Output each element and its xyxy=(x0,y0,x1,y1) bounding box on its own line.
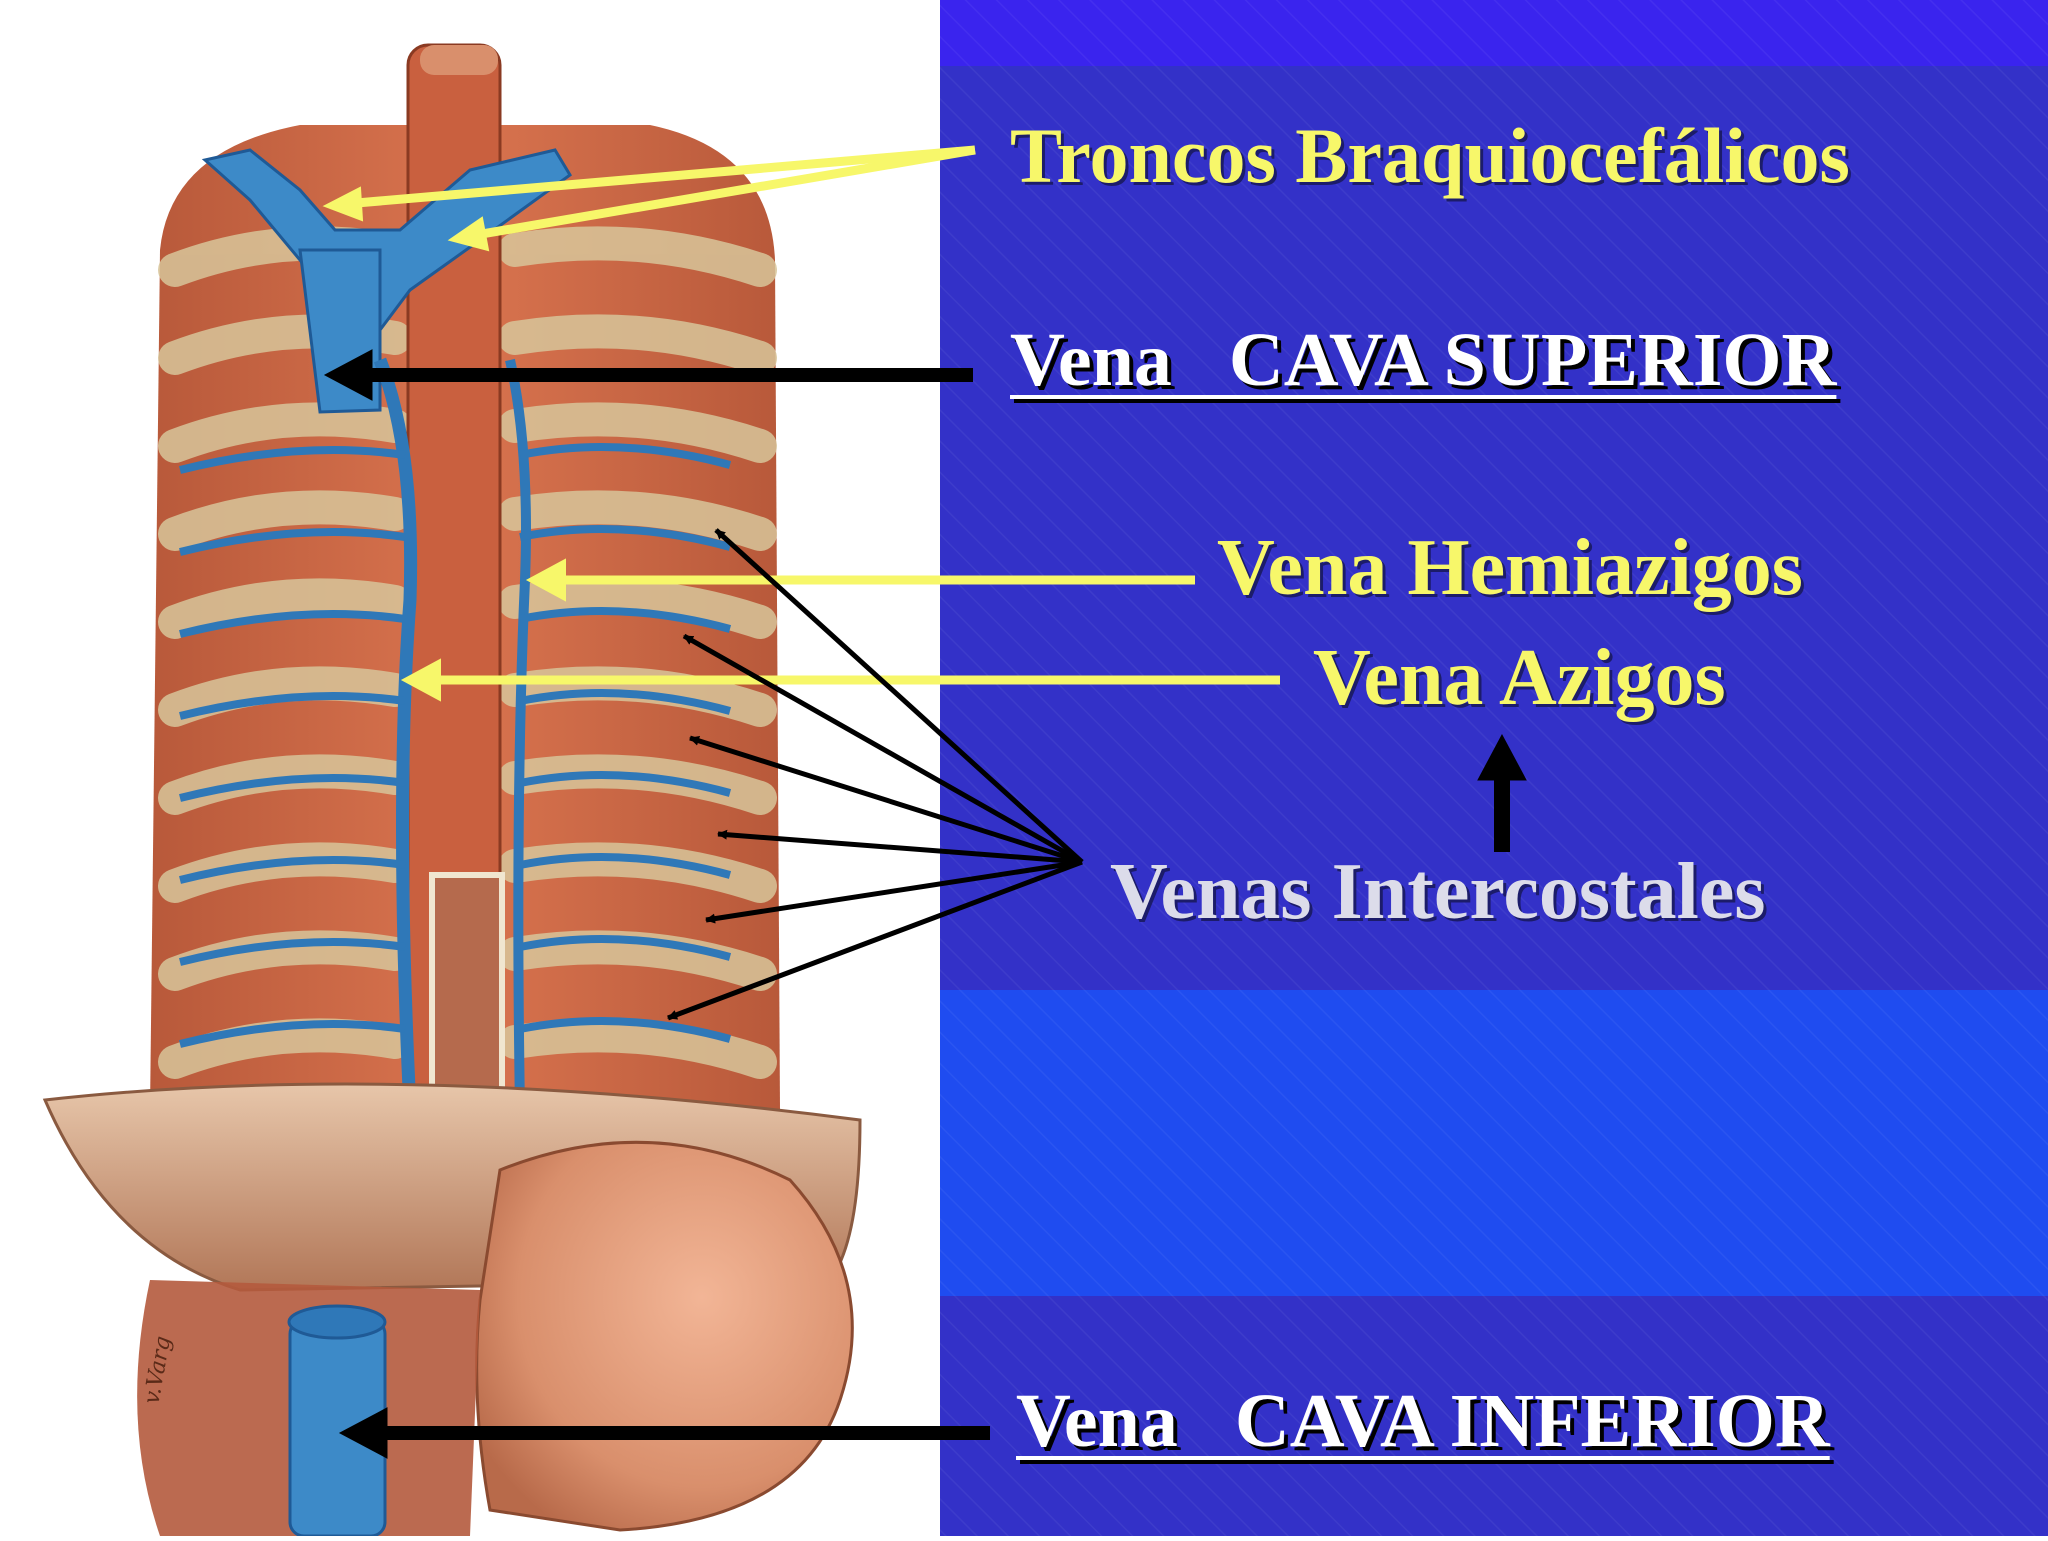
intercostal-pointer-arrow xyxy=(714,528,1084,864)
intercostal-veins xyxy=(179,443,732,1048)
rib-left xyxy=(158,578,412,639)
rib-left xyxy=(158,1018,412,1079)
hemiazygos-vein xyxy=(505,358,531,1111)
label-brachiocephalic-trunks: Troncos Braquiocefálicos xyxy=(1010,112,1850,199)
rib-right xyxy=(498,666,777,727)
rib-left xyxy=(158,402,412,463)
intercostal-pointer-arrow xyxy=(667,859,1083,1021)
intercostal-vein-right xyxy=(519,525,732,551)
intercostal-vein-left xyxy=(179,856,406,884)
rib-right xyxy=(498,226,777,287)
black-arrows xyxy=(323,349,1527,1459)
rib-left xyxy=(158,490,412,551)
rib-right xyxy=(498,930,777,991)
rib-right xyxy=(498,578,777,639)
rib-right xyxy=(498,1018,777,1079)
anatomy-illustration: v.Varg xyxy=(42,43,862,1538)
intercostal-vein-left xyxy=(179,610,406,638)
intercostal-pointer-arrow xyxy=(717,829,1083,865)
intercostal-vein-left xyxy=(179,528,406,556)
arrow-brachiocephalic-1 xyxy=(344,145,976,209)
intercostal-pointer-arrow xyxy=(705,859,1083,924)
label-inferior-vena-cava: Vena CAVA INFERIOR xyxy=(1016,1379,1830,1463)
intercostal-vein-right xyxy=(519,771,732,797)
rib-right xyxy=(498,402,777,463)
esophagus-window xyxy=(429,872,505,1098)
intercostal-pointer-arrow xyxy=(689,735,1083,865)
intercostal-vein-right xyxy=(519,1017,732,1043)
rib-left xyxy=(158,666,412,727)
label-intercostal-veins: Venas Intercostales xyxy=(1110,848,1766,936)
intercostal-vein-left xyxy=(179,938,406,966)
rib-left xyxy=(158,930,412,991)
label-superior-vena-cava: Vena CAVA SUPERIOR xyxy=(1010,318,1837,402)
intercostal-vein-right xyxy=(519,607,732,633)
intercostal-vein-left xyxy=(179,1020,406,1048)
intercostal-vein-left xyxy=(179,774,406,802)
yellow-arrows xyxy=(322,145,1280,702)
intercostal-vein-right xyxy=(519,443,732,469)
intercostal-vein-right xyxy=(519,853,732,879)
arrow-brachiocephalic-2 xyxy=(469,145,976,241)
stomach xyxy=(475,1140,854,1532)
azygos-vein xyxy=(373,357,418,1111)
intercostal-pointer-arrow xyxy=(682,633,1084,865)
intercostal-vein-left xyxy=(179,446,406,474)
rib-right xyxy=(498,490,777,551)
label-hemiazygos-vein: Vena Hemiazigos xyxy=(1217,524,1803,612)
intercostal-vein-right xyxy=(519,689,732,715)
intercostal-vein-right xyxy=(519,935,732,961)
label-azygos-vein: Vena Azigos xyxy=(1313,634,1726,722)
intercostal-vein-left xyxy=(179,692,406,720)
intercostal-arrow-fan xyxy=(667,528,1084,1021)
rib-right xyxy=(498,314,777,375)
